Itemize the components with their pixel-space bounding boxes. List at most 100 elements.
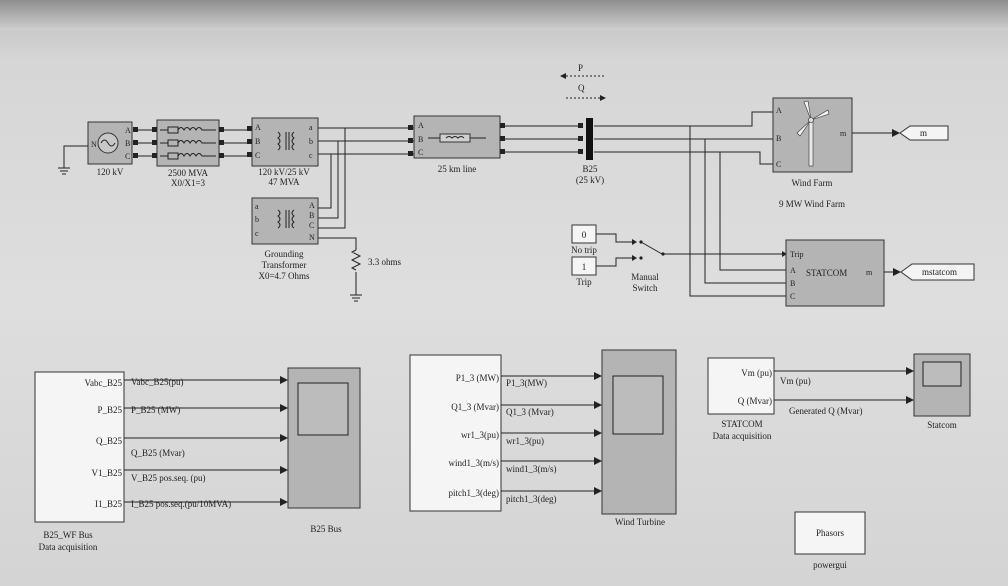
step-down-transformer-block[interactable]: A B C a b c (247, 117, 319, 167)
statcom-block[interactable]: Trip A B C STATCOM m (785, 239, 885, 307)
bus-label: B25 (582, 164, 598, 174)
xfmr-port-b: B (255, 137, 260, 146)
bus-b25-block[interactable] (578, 118, 593, 160)
source-port-b: B (125, 139, 130, 148)
b25-bus-scope[interactable] (287, 367, 361, 509)
gnd-port-a2: A (309, 201, 315, 210)
signal-wind1: wind1_3(m/s) (506, 464, 557, 474)
statcom-out-m: m (866, 268, 873, 277)
wind-turbine-scope[interactable] (601, 349, 677, 515)
goto-tag-mstatcom[interactable]: mstatcom (900, 263, 975, 281)
line-port-c: C (418, 148, 423, 157)
no-trip-label: No trip (571, 245, 597, 255)
statcom-scope-label: Statcom (927, 420, 957, 430)
bus-voltage-label: (25 kV) (576, 175, 604, 185)
wind-farm-rating-label: 9 MW Wind Farm (779, 199, 845, 209)
signal-q1: Q1_3 (Mvar) (506, 407, 554, 417)
switch-label-1: Manual (631, 272, 659, 282)
statcom-scope[interactable] (913, 353, 971, 417)
daq-statcom-name-2: Data acquisition (713, 431, 772, 441)
grounding-label-3: X0=4.7 Ohms (258, 271, 310, 281)
daq-bus-port-i1: I1_B25 (95, 499, 123, 509)
wind-turbine-scope-label: Wind Turbine (615, 517, 665, 527)
signal-p1: P1_3(MW) (506, 378, 547, 388)
transformer-coil-icon (277, 209, 295, 229)
resistor-label: 3.3 ohms (368, 257, 402, 267)
b25-signal-wires (124, 376, 288, 506)
wires (58, 111, 901, 302)
daq-statcom-port-q: Q (Mvar) (738, 396, 772, 406)
line-25km-block[interactable]: A B C (408, 115, 505, 159)
statcom-port-c: C (790, 292, 795, 301)
daq-bus-port-p: P_B25 (97, 405, 122, 415)
transformer-label-kv: 120 kV/25 kV (258, 167, 310, 177)
signal-v: V_B25 pos.seq. (pu) (131, 473, 206, 483)
signal-q: Q_B25 (Mvar) (131, 448, 185, 458)
daq-bus-port-q: Q_B25 (96, 436, 123, 446)
signal-vm: Vm (pu) (780, 376, 811, 386)
daq-wind-port-wind: wind1_3(m/s) (449, 458, 500, 468)
signal-i: I_B25 pos.seq.(pu/10MVA) (131, 499, 231, 509)
grounding-label-1: Grounding (265, 249, 304, 259)
transformer-label-mva: 47 MVA (268, 177, 300, 187)
switch-lever-icon (640, 241, 663, 255)
statcom-title: STATCOM (806, 268, 847, 278)
constant-trip-block[interactable]: 1 (571, 256, 597, 276)
resistor-block[interactable] (350, 249, 362, 271)
gnd-port-a: a (255, 202, 259, 211)
wind-farm-port-b: B (776, 134, 781, 143)
daq-wind-port-p: P1_3 (MW) (456, 373, 499, 383)
wind-farm-block[interactable]: A B C m (772, 97, 853, 173)
goto-tag-m[interactable]: m (899, 125, 949, 141)
daq-wind-port-pitch: pitch1_3(deg) (449, 488, 499, 498)
goto-mstatcom-label: mstatcom (922, 267, 957, 277)
statcom-data-acquisition-block[interactable]: Vm (pu) Q (Mvar) (707, 357, 775, 415)
gnd-port-c: c (255, 229, 259, 238)
daq-wind-port-wr: wr1_3(pu) (461, 430, 499, 440)
source-port-n: N (91, 140, 97, 149)
constant-0-value: 0 (582, 230, 587, 240)
daq-bus-port-vabc: Vabc_B25 (85, 378, 123, 388)
ground-icon (350, 294, 362, 302)
daq-statcom-name: STATCOM (721, 419, 762, 429)
q-flow-label: Q (578, 83, 585, 93)
gnd-port-b2: B (309, 211, 314, 220)
resistor-icon (350, 249, 362, 271)
signal-vabc: Vabc_B25(pu) (131, 377, 184, 387)
trip-label: Trip (576, 277, 592, 287)
wind-farm-label: Wind Farm (792, 178, 833, 188)
scope-screen-icon (612, 375, 664, 435)
xfmr-port-c2: c (309, 151, 313, 160)
daq-statcom-port-vm: Vm (pu) (741, 368, 772, 378)
powergui-label: powergui (813, 560, 847, 570)
manual-switch-block[interactable] (639, 240, 670, 260)
scope-screen-icon (922, 361, 962, 387)
grounding-transformer-block[interactable]: a b c A B C N (251, 197, 319, 245)
top-shadow (0, 0, 1008, 30)
statcom-port-a: A (790, 266, 796, 275)
powergui-mode: Phasors (816, 528, 844, 538)
constant-no-trip-block[interactable]: 0 (571, 224, 597, 244)
line-label: 25 km line (438, 164, 477, 174)
xfmr-port-b2: b (309, 137, 313, 146)
source-port-a: A (125, 126, 131, 135)
powergui-block[interactable]: Phasors (794, 511, 866, 555)
statcom-port-b: B (790, 279, 795, 288)
b25-data-acquisition-block[interactable]: Vabc_B25 P_B25 Q_B25 V1_B25 I1_B25 (34, 371, 125, 523)
wind-turbine-data-acquisition-block[interactable]: P1_3 (MW) Q1_3 (Mvar) wr1_3(pu) wind1_3(… (409, 354, 502, 512)
b25-scope-label: B25 Bus (310, 524, 342, 534)
scope-screen-icon (297, 382, 349, 436)
ground-icon (58, 167, 70, 175)
equivalent-impedance-block[interactable] (152, 119, 224, 167)
goto-m-label: m (920, 128, 927, 138)
transformer-coil-icon (277, 131, 295, 151)
equivalent-label-x0x1: X0/X1=3 (171, 178, 206, 188)
wind-turbine-icon (796, 100, 830, 167)
source-120kv-block[interactable]: N A B C (87, 121, 138, 165)
signal-pitch1: pitch1_3(deg) (506, 494, 556, 504)
daq-bus-port-v1: V1_B25 (91, 468, 122, 478)
wind-farm-out-m: m (840, 129, 847, 138)
wire-ground-source (63, 145, 88, 168)
gnd-port-c2: C (309, 221, 314, 230)
